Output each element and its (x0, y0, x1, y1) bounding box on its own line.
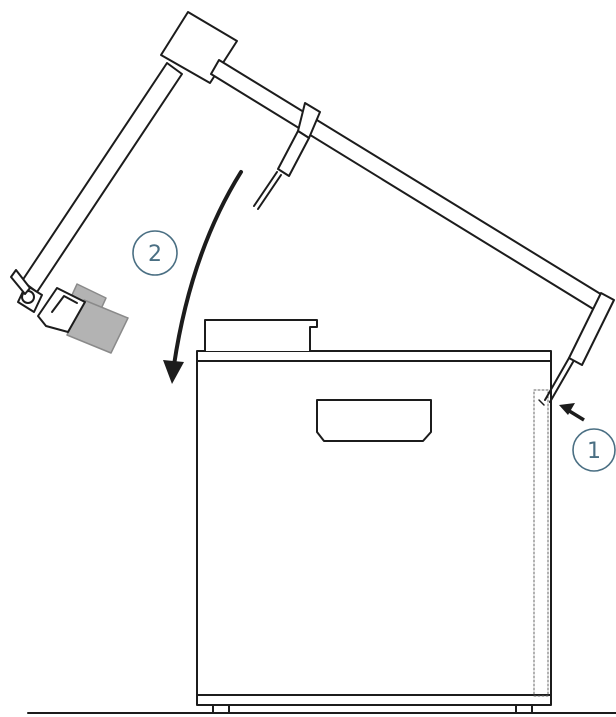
cabinet-foot-right (515, 704, 533, 714)
step-2-callout: 2 (132, 230, 178, 276)
cabinet-top-trim (196, 350, 552, 362)
cabinet (196, 319, 552, 714)
arm-lower-lever (10, 269, 31, 295)
cabinet-handle (316, 399, 432, 442)
cabinet-base (196, 694, 552, 706)
latch-slot (538, 399, 545, 406)
curved-rotate-arrow-icon (163, 170, 243, 384)
short-push-arrow-icon (559, 403, 585, 422)
step-2-label: 2 (148, 242, 162, 267)
step-1-callout: 1 (572, 428, 616, 472)
arm-mid-pin (253, 171, 278, 207)
arm-mid-rod (277, 130, 310, 177)
arm-clamp (37, 287, 86, 333)
arm-end-pin (544, 357, 570, 401)
cabinet-lid (204, 319, 318, 352)
arm-right-tube (210, 59, 613, 316)
swing-arm (10, 11, 615, 403)
arm-end-bracket (568, 292, 615, 366)
step-1-label: 1 (587, 439, 601, 464)
cabinet-foot-left (212, 704, 230, 714)
